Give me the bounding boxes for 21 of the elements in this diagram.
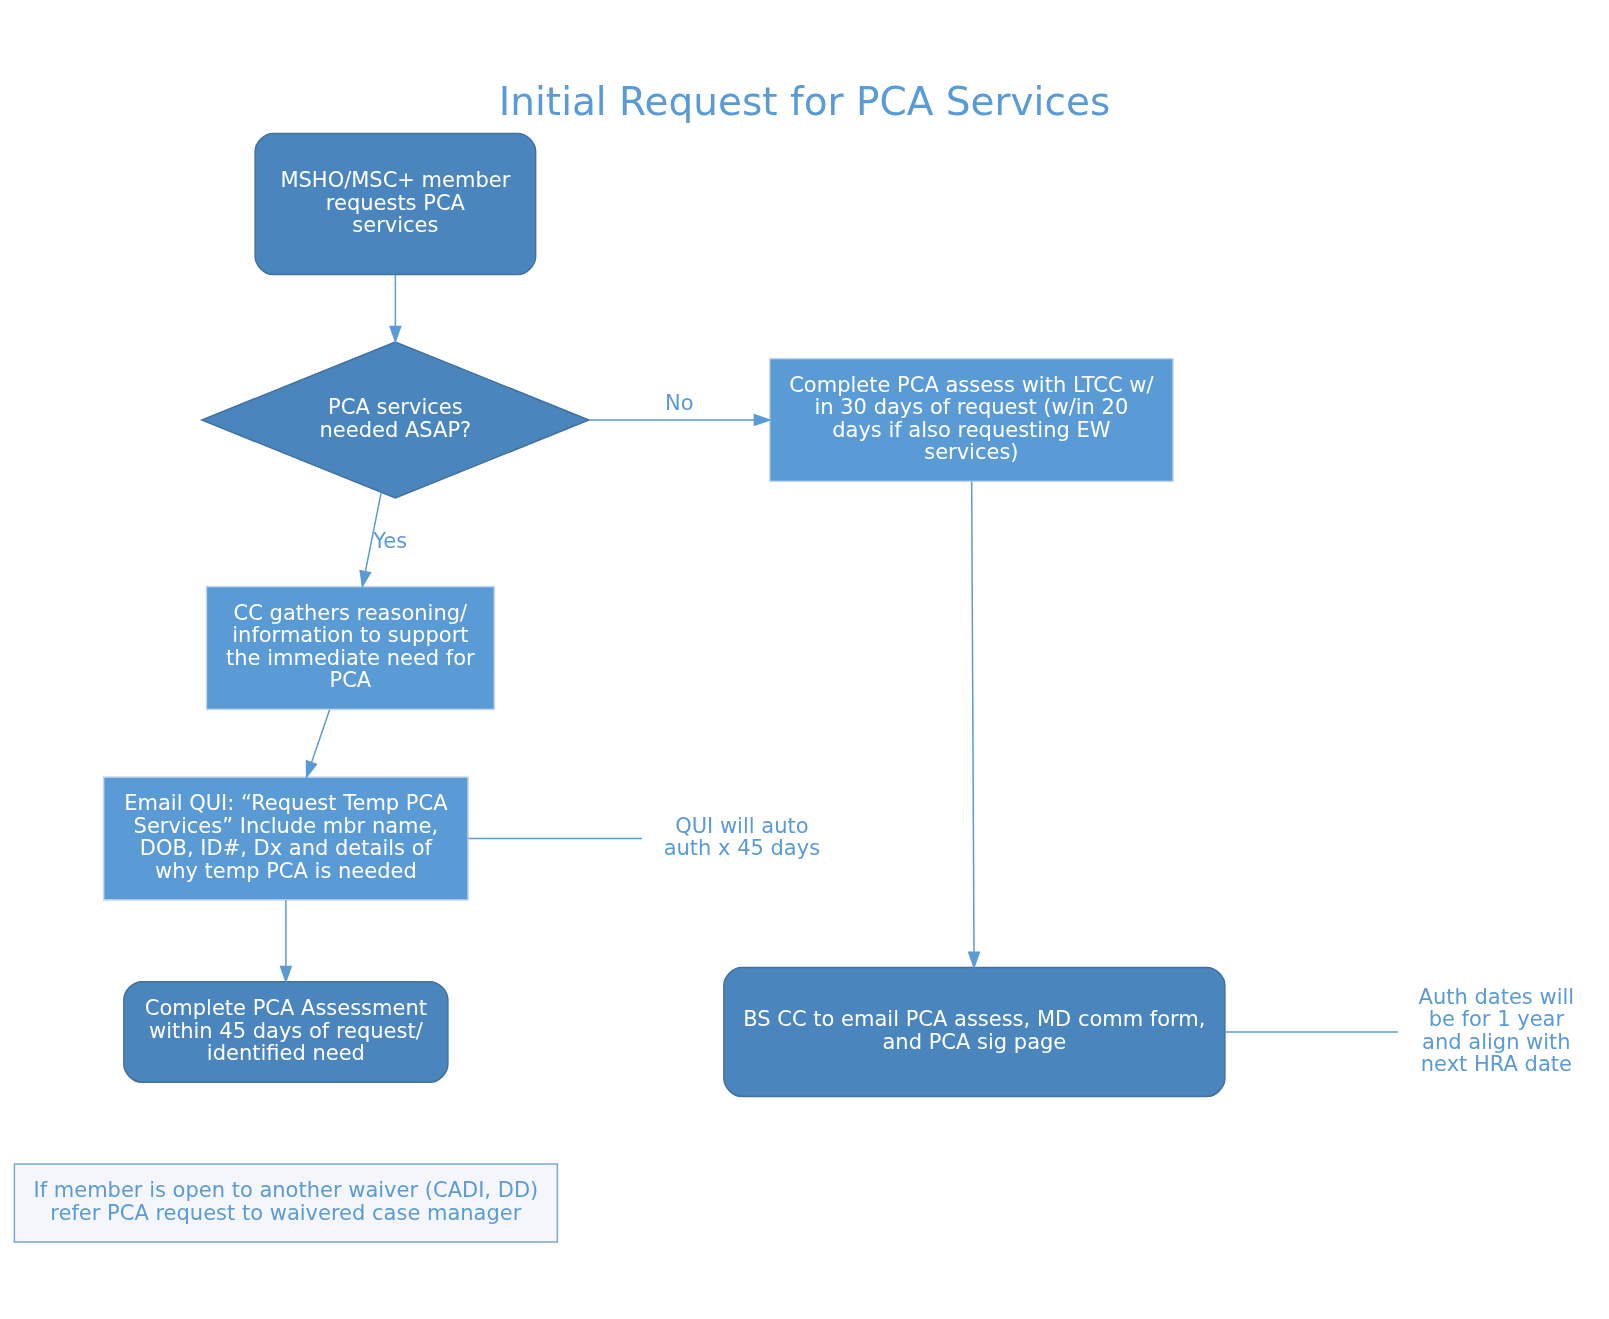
node-box: Complete PCA Assessment within 45 days of request/ identified need [123, 980, 449, 1083]
node-box: Complete PCA assess with LTCC w/ in 30 days of request (w/in 20 days if also requesting EW services) [768, 357, 1174, 482]
arrow [389, 273, 402, 344]
arrow [359, 491, 382, 589]
connector [1224, 1030, 1399, 1033]
node-box: MSHO/MSC+ member requests PCA services [254, 132, 537, 275]
connector [467, 837, 643, 839]
diagram-title: Initial Request for PCA Services [498, 78, 1111, 124]
arrow [967, 480, 981, 970]
arrow [588, 413, 772, 426]
node-text: Auth dates will be for 1 year and align with next HRA date [1418, 984, 1575, 1076]
node-text: QUI will auto auth x 45 days [663, 813, 821, 860]
node-box: Email QUI: “Request Temp PCA Services” Include mbr name, DOB, ID#, Dx and details of why temp PCA is needed [102, 775, 469, 901]
arrow [305, 708, 331, 779]
node-diamond: PCA services needed ASAP? [199, 340, 591, 499]
node-box: BS CC to email PCA assess, MD comm form, and PCA sig page [723, 966, 1226, 1097]
node-box: CC gathers reasoning/ information to support the immediate need for PCA [205, 585, 496, 710]
edge-label: No [664, 390, 694, 415]
edge-label: Yes [373, 528, 408, 553]
node-box: If member is open to another waiver (CADI, DD) refer PCA request to waivered case manager [13, 1162, 559, 1243]
arrow [279, 899, 293, 984]
